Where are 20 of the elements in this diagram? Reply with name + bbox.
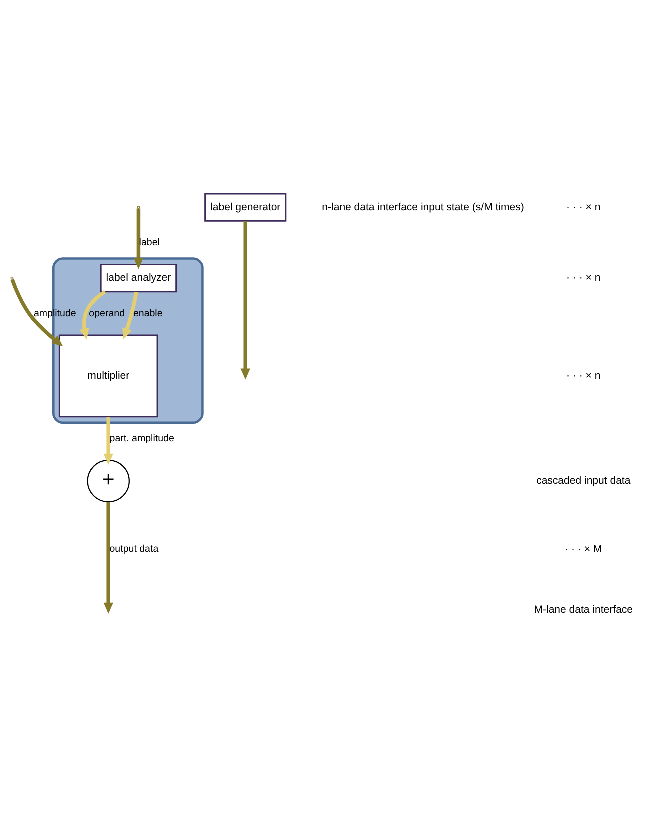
label: n-lane data interface input state (s/M times) xyxy=(322,200,524,213)
arrow xyxy=(134,208,144,269)
label: · · · × M xyxy=(565,542,602,555)
node-box: label analyzer xyxy=(100,264,178,292)
edge-label: amplitude xyxy=(34,308,76,319)
arrow xyxy=(122,291,138,340)
arrow xyxy=(80,290,106,340)
node-box: label generator xyxy=(204,192,287,222)
edge-label: part. amplitude xyxy=(110,432,174,444)
label: · · · × n xyxy=(566,272,601,284)
label: · · · × n xyxy=(566,369,601,382)
node-circle: + xyxy=(87,459,130,502)
arrow xyxy=(10,278,64,346)
label: cascaded input data xyxy=(536,474,631,487)
label: M-lane data interface xyxy=(534,604,634,616)
node-box: multiplier xyxy=(58,334,158,418)
edge-label: operand xyxy=(89,308,126,319)
arrow xyxy=(104,416,114,464)
edge-label: enable xyxy=(133,308,163,319)
label: · · · × n xyxy=(566,200,601,213)
